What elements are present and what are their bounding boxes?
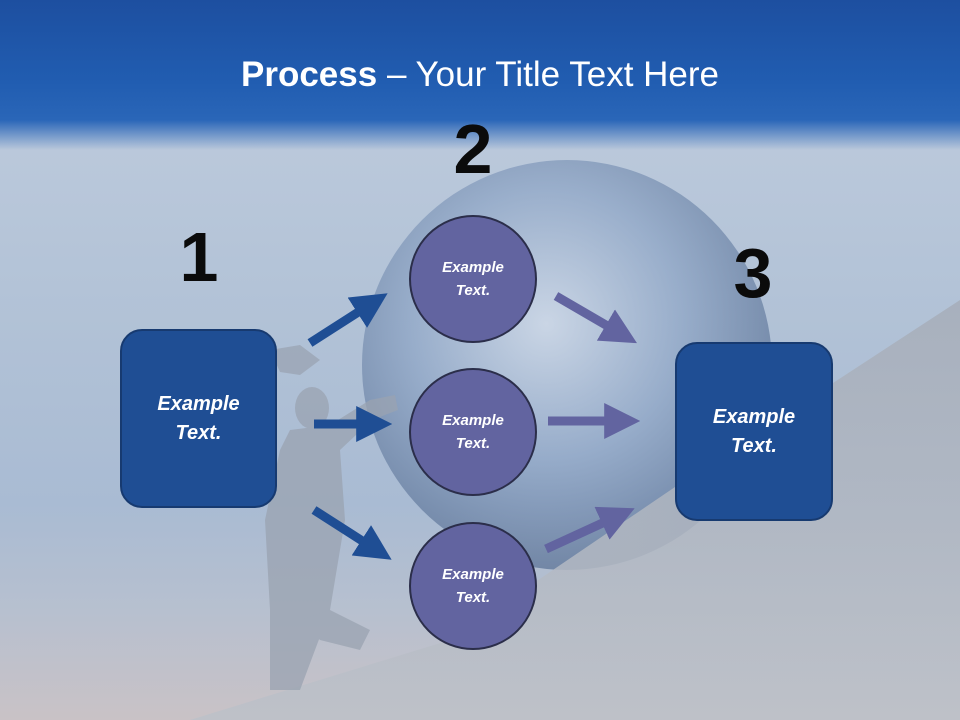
circle-3-line2: Text. xyxy=(455,589,491,606)
circle-1-line2: Text. xyxy=(455,282,491,299)
title-bar xyxy=(0,0,960,150)
step-2-circle-2: Example Text. xyxy=(409,368,537,496)
arrow-2c-to-3 xyxy=(544,506,635,554)
arrow-2a-to-3 xyxy=(553,292,638,344)
step-1-box: Example Text. xyxy=(120,329,277,508)
person-silhouette xyxy=(265,345,398,690)
step-3-number: 3 xyxy=(733,234,773,312)
arrow-1-to-2c xyxy=(311,506,392,560)
arrow-1-to-2a xyxy=(307,293,388,347)
step-1-text-line1: Example xyxy=(157,392,240,415)
circle-3-line1: Example xyxy=(442,566,504,583)
step-1-text: Example Text. xyxy=(157,390,239,448)
step-1-text-line2: Text. xyxy=(175,421,222,444)
step-3-text: Example Text. xyxy=(713,403,795,461)
step-2-circle-1: Example Text. xyxy=(409,215,537,343)
circle-1-line1: Example xyxy=(442,259,504,276)
hill-shape xyxy=(190,300,960,720)
step-1-number: 1 xyxy=(179,218,219,296)
step-2-circle-3: Example Text. xyxy=(409,522,537,650)
title-bold: Process xyxy=(241,55,378,94)
circle-2-line2: Text. xyxy=(455,435,491,452)
step-2-number: 2 xyxy=(453,110,493,188)
circle-2-line1: Example xyxy=(442,412,504,429)
slide-title: Process – Your Title Text Here xyxy=(0,52,960,98)
step-3-box: Example Text. xyxy=(675,342,833,521)
title-rest: – Your Title Text Here xyxy=(377,55,719,94)
step-3-text-line1: Example xyxy=(712,405,796,428)
step-3-text-line2: Text. xyxy=(731,434,777,457)
